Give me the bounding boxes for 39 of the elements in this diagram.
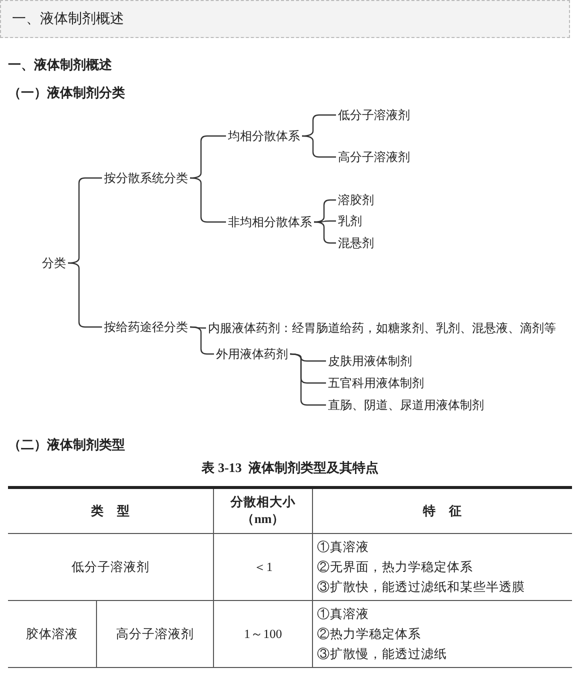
brace-line [314, 221, 336, 244]
tree-label: 五官科用液体制剂 [328, 375, 424, 391]
tree-label: 混悬剂 [338, 235, 374, 251]
tree-label: 按给药途径分类 [104, 319, 188, 335]
tree-label: 直肠、阴道、尿道用液体制剂 [328, 397, 484, 413]
column-header: 分散相大小（nm） [229, 494, 296, 528]
column-header: 类 型 [91, 504, 130, 518]
table-text: ③扩散快，能透过滤纸和某些半透膜 [317, 580, 525, 594]
tree-label: 非均相分散体系 [228, 214, 312, 230]
table-text: ①真溶液 [317, 607, 369, 621]
brace-line [68, 262, 102, 328]
tree-label: 皮肤用液体制剂 [328, 353, 412, 369]
tree-label: 低分子溶液剂 [338, 107, 410, 123]
tree-label: 外用液体药剂 [216, 346, 288, 362]
section-heading: （一）液体制剂分类 [8, 84, 125, 102]
tree-label: 内服液体药剂：经胃肠道给药，如糖浆剂、乳剂、混悬液、滴剂等 [208, 320, 556, 336]
section-heading: （二）液体制剂类型 [8, 436, 125, 454]
tree-label: 高分子溶液剂 [338, 149, 410, 165]
table-text: ②无界面，热力学稳定体系 [317, 560, 473, 574]
brace-line [302, 135, 336, 158]
tree-label: 溶胶剂 [338, 192, 374, 208]
table-caption: 表 3-13 液体制剂类型及其特点 [200, 459, 380, 477]
tree-label: 乳剂 [338, 213, 362, 229]
section-heading: 一、液体制剂概述 [8, 56, 112, 74]
tree-label: 分类 [42, 255, 66, 271]
brace-line [290, 353, 326, 406]
tree-label: 按分散系统分类 [104, 170, 188, 186]
column-header: 特 征 [423, 504, 462, 518]
table-text: ①真溶液 [317, 540, 369, 554]
table-text: 1～100 [244, 626, 282, 640]
table-text: ＜1 [253, 560, 273, 574]
table-text: 高分子溶液剂 [116, 626, 194, 640]
table-text: ③扩散慢，能透过滤纸 [317, 647, 447, 661]
table-text: ②热力学稳定体系 [317, 627, 421, 641]
header-title: 一、液体制剂概述 [12, 10, 124, 28]
table-text: 胶体溶液 [26, 626, 78, 640]
table-text: 低分子溶液剂 [72, 560, 150, 574]
tree-label: 均相分散体系 [228, 128, 300, 144]
brace-line [190, 177, 226, 223]
